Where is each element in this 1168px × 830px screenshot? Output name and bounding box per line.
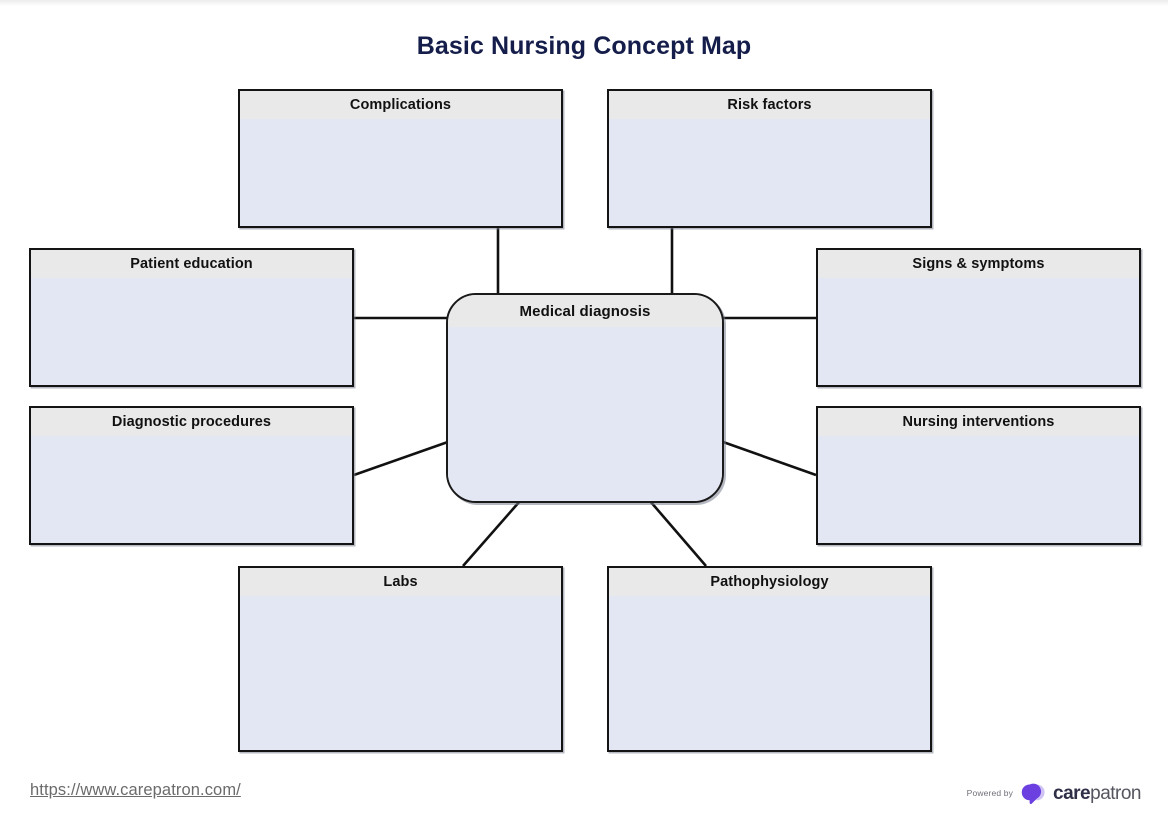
concept-node-complications[interactable]: Complications	[238, 89, 563, 228]
carepatron-wordmark: carepatron	[1053, 784, 1141, 803]
node-label-patient-education: Patient education	[130, 256, 253, 272]
carepatron-branding: Powered by carepatron	[967, 781, 1141, 805]
node-header-diagnostic-procedures	[31, 408, 352, 436]
node-label-signs-symptoms: Signs & symptoms	[912, 256, 1045, 272]
node-header-labs	[240, 568, 561, 596]
node-content-area-pathophysiology[interactable]	[609, 596, 930, 750]
node-content-area-nursing-interventions[interactable]	[818, 436, 1139, 543]
concept-node-patient-education[interactable]: Patient education	[29, 248, 354, 387]
node-header-signs-symptoms	[818, 250, 1139, 278]
concept-node-diagnostic-procedures[interactable]: Diagnostic procedures	[29, 406, 354, 545]
node-header-patient-education	[31, 250, 352, 278]
connector-nursing-interventions-to-medical-diagnosis	[708, 435, 817, 477]
node-content-area-patient-education[interactable]	[31, 278, 352, 385]
brand-name-bold: care	[1053, 782, 1091, 804]
node-header-risk-factors	[609, 91, 930, 119]
concept-node-labs[interactable]: Labs	[238, 566, 563, 752]
concept-node-medical-diagnosis[interactable]: Medical diagnosis	[446, 293, 724, 503]
node-label-diagnostic-procedures: Diagnostic procedures	[111, 414, 272, 430]
connector-labs-to-medical-diagnosis	[462, 500, 521, 567]
node-content-area-risk-factors[interactable]	[609, 119, 930, 226]
connector-pathophysiology-to-medical-diagnosis	[649, 500, 707, 567]
concept-node-risk-factors[interactable]: Risk factors	[607, 89, 932, 228]
node-content-area-signs-symptoms[interactable]	[818, 278, 1139, 385]
node-content-area-complications[interactable]	[240, 119, 561, 226]
concept-node-pathophysiology[interactable]: Pathophysiology	[607, 566, 932, 752]
node-label-complications: Complications	[349, 97, 452, 113]
brand-name-light: patron	[1090, 782, 1141, 804]
node-header-complications	[240, 91, 561, 119]
node-label-labs: Labs	[383, 574, 418, 590]
node-label-medical-diagnosis: Medical diagnosis	[519, 303, 651, 320]
node-header-medical-diagnosis	[448, 295, 722, 327]
carepatron-logo-icon	[1021, 783, 1045, 804]
node-content-area-medical-diagnosis[interactable]	[448, 327, 722, 501]
page-top-edge	[0, 0, 1168, 6]
concept-node-signs-symptoms[interactable]: Signs & symptoms	[816, 248, 1141, 387]
node-header-pathophysiology	[609, 568, 930, 596]
carepatron-website-link[interactable]: https://www.carepatron.com/	[30, 781, 241, 799]
node-label-risk-factors: Risk factors	[727, 97, 812, 113]
node-label-nursing-interventions: Nursing interventions	[902, 414, 1055, 430]
node-content-area-labs[interactable]	[240, 596, 561, 750]
concept-node-nursing-interventions[interactable]: Nursing interventions	[816, 406, 1141, 545]
node-header-nursing-interventions	[818, 408, 1139, 436]
powered-by-label: Powered by	[966, 788, 1014, 798]
node-label-pathophysiology: Pathophysiology	[710, 574, 829, 590]
node-content-area-diagnostic-procedures[interactable]	[31, 436, 352, 543]
page-title: Basic Nursing Concept Map	[416, 32, 752, 60]
